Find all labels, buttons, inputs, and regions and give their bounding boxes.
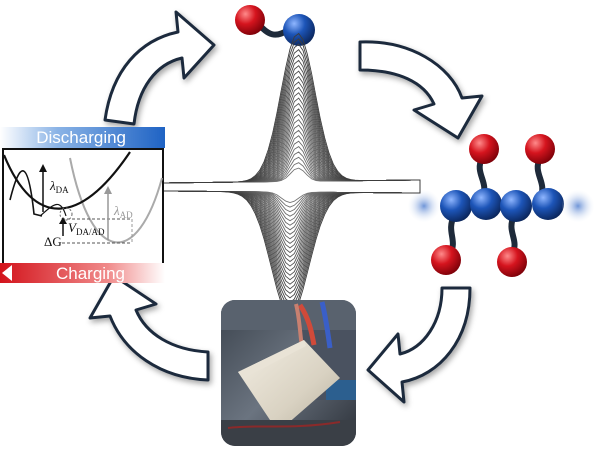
voltammogram-trace <box>159 162 421 208</box>
voltammogram-trace <box>159 97 421 263</box>
voltammogram-trace <box>159 32 421 317</box>
voltammogram-trace <box>159 59 421 294</box>
voltammogram-trace <box>159 156 421 213</box>
charging-label: Charging <box>56 264 125 283</box>
voltammogram-trace <box>159 146 421 222</box>
voltammogram-trace <box>159 151 421 217</box>
lambda-ad-label: λAD <box>113 203 133 220</box>
pouch-cell-photo-icon <box>221 300 356 446</box>
discharging-banner <box>0 127 165 148</box>
cycle-arrow-icon <box>366 286 472 404</box>
energy-diagram: Discharging λDA λAD VDA/AD ΔG <box>0 127 165 283</box>
voltammogram-trace <box>159 124 421 240</box>
v-da-ad-label: VDA/AD <box>68 220 105 237</box>
diatomic-molecule-icon <box>235 5 315 46</box>
cycle-arrows <box>88 10 484 404</box>
voltammogram-trace <box>159 81 421 276</box>
cyclic-voltammogram-curves <box>159 32 421 317</box>
lambda-da-label: λDA <box>49 178 69 195</box>
cycle-arrow-icon <box>358 40 484 140</box>
discharging-label: Discharging <box>36 128 126 147</box>
voltammogram-trace <box>159 140 421 226</box>
voltammogram-trace <box>159 167 421 203</box>
delta-g-label: ΔG <box>44 234 62 249</box>
polymer-chain-icon <box>408 134 594 277</box>
charging-banner <box>0 263 165 283</box>
cycle-arrow-icon <box>103 10 216 126</box>
cycle-arrow-icon <box>88 274 210 382</box>
voltammogram-trace <box>159 75 421 281</box>
